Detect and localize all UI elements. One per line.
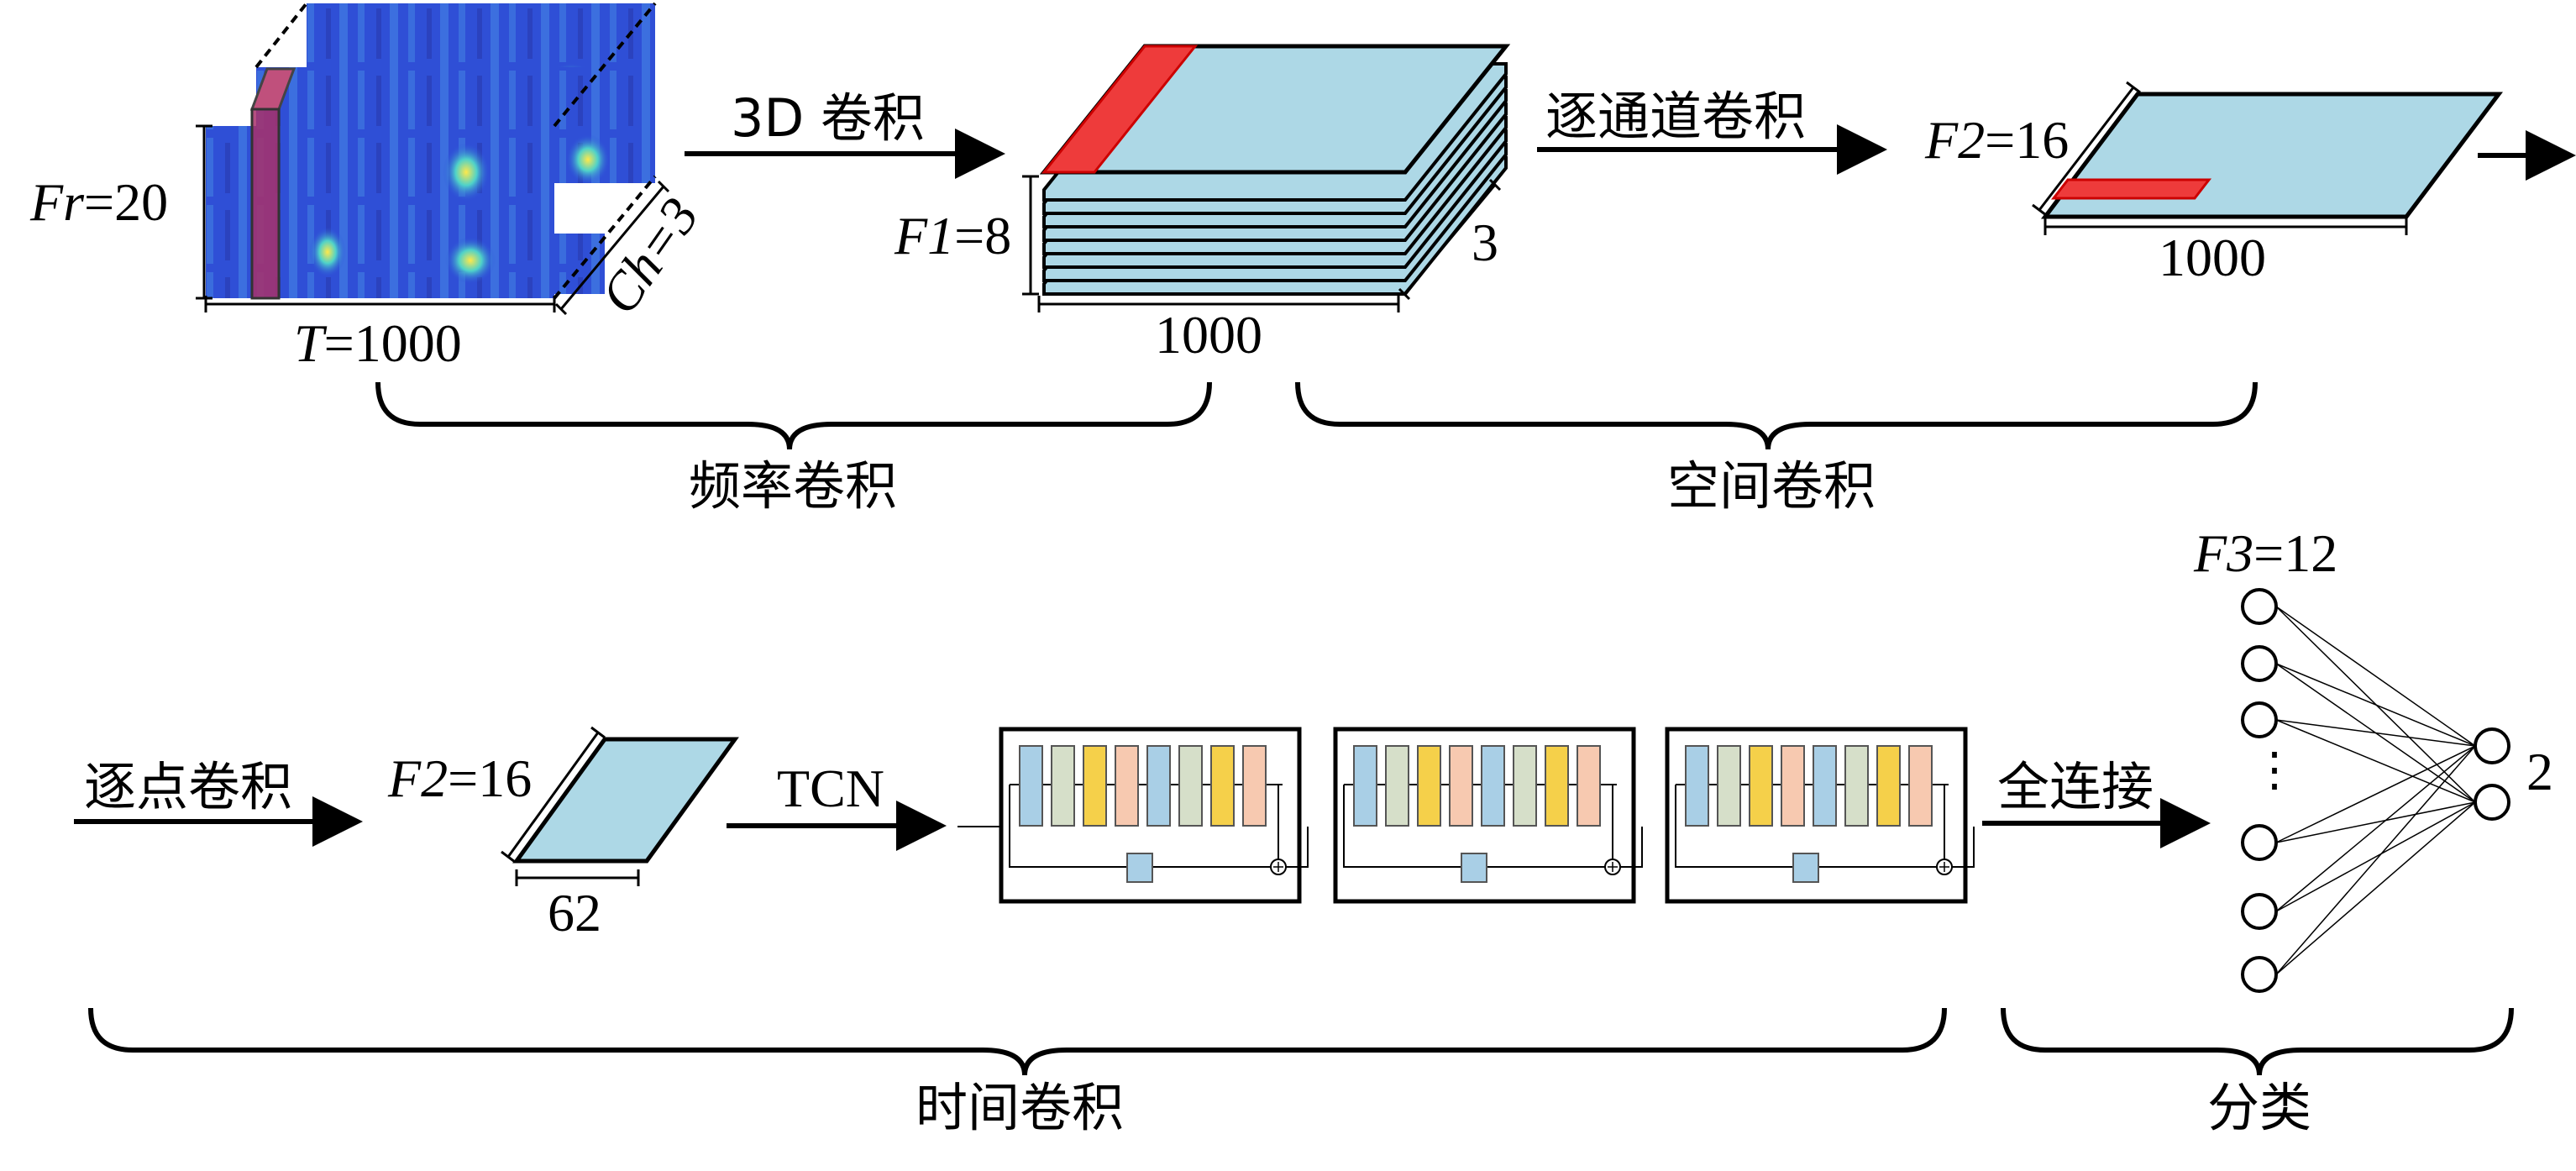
depthwise-arrow: 逐通道卷积: [1537, 86, 1887, 175]
svg-text:F2=16: F2=16: [387, 748, 532, 808]
fc-input-neuron: [2241, 701, 2278, 738]
f2-small-feature-map: [512, 737, 739, 864]
tcn-conv-layer: [1083, 745, 1107, 827]
tcn-conv-layer: [1449, 745, 1473, 827]
fc-label: 全连接: [1997, 756, 2154, 817]
tcn-conv-layer: [1178, 745, 1203, 827]
svg-text:T=1000: T=1000: [294, 313, 462, 373]
svg-text:Fr=20: Fr=20: [29, 172, 168, 232]
tcn-conv-layer: [1115, 745, 1139, 827]
tcn-conv-layer: [1242, 745, 1267, 827]
bracket-classification: 分类: [2001, 1007, 2514, 1138]
fr-symbol: Fr: [29, 172, 85, 232]
f2b-value: =16: [448, 748, 532, 808]
tcn-conv-layer: [1844, 745, 1869, 827]
tcn-conv-layer: [1513, 745, 1537, 827]
svg-text:F3=12: F3=12: [2193, 523, 2337, 583]
f1-highlight: [1041, 45, 1199, 174]
fc-input-neuron: [2241, 588, 2278, 625]
tcn-conv-layer: [1019, 745, 1043, 827]
f1-symbol: F1: [894, 206, 954, 265]
fc-input-neuron: [2241, 956, 2278, 993]
f2b-symbol: F2: [387, 748, 448, 808]
tcn-skip-conv: [1792, 853, 1819, 883]
f1-value: =8: [954, 206, 1011, 265]
tcn-conv-layer: [1210, 745, 1235, 827]
fc-input-neuron: [2241, 645, 2278, 682]
bracket-temporal-label: 时间卷积: [916, 1077, 1124, 1138]
f2-plane: F2=16 1000: [1924, 81, 2504, 287]
tcn-conv-layer: [1685, 745, 1709, 827]
tcn-conv-layer: [1908, 745, 1933, 827]
svg-text:F1=8: F1=8: [894, 206, 1011, 265]
tcn-conv-layer: [1577, 745, 1601, 827]
bracket-spatial-label: 空间卷积: [1667, 455, 1876, 517]
tcn-label: TCN: [777, 759, 884, 818]
f2-symbol: F2: [1924, 110, 1985, 170]
tcn-skip-conv: [1461, 853, 1487, 883]
tcn-conv-layer: [1781, 745, 1805, 827]
tcn-conv-layer: [1545, 745, 1569, 827]
tcn-conv-layer: [1417, 745, 1441, 827]
tcn-conv-layer: [1146, 745, 1171, 827]
tcn-skip-conv: [1126, 853, 1153, 883]
bracket-spatial: 空间卷积: [1295, 381, 2258, 517]
f2-width-label: 1000: [2159, 228, 2266, 287]
pointwise-label: 逐点卷积: [84, 756, 292, 817]
conv3d-arrow: 3D 卷积: [685, 87, 1005, 179]
fc-ellipsis: ⋮: [2251, 744, 2298, 796]
fc-network: [2241, 588, 2510, 993]
tcn-conv-layer: [1813, 745, 1837, 827]
pointwise-arrow: 逐点卷积: [74, 756, 363, 847]
fc-arrow: 全连接: [1982, 756, 2211, 848]
kernel-slab: [250, 108, 281, 300]
tcn-conv-layer: [1717, 745, 1741, 827]
tcn-block: [1333, 727, 1643, 904]
tcn-conv-layer: [1353, 745, 1377, 827]
tcn-block: [999, 727, 1309, 904]
depthwise-label: 逐通道卷积: [1545, 86, 1806, 147]
fc-output-neuron: [2474, 784, 2510, 821]
bracket-frequency: 频率卷积: [375, 381, 1212, 517]
tcn-blocks: [957, 727, 1975, 904]
tcn-conv-layer: [1749, 745, 1773, 827]
f1-width-label: 1000: [1155, 305, 1262, 365]
f2b-width-label: 62: [548, 883, 601, 943]
bracket-temporal: 时间卷积: [88, 1007, 1947, 1138]
fc-input-neuron: [2241, 893, 2278, 930]
tcn-conv-layer: [1051, 745, 1075, 827]
f1-depth-label: 3: [1472, 213, 1498, 272]
f1-feature-stack: [1039, 44, 1511, 296]
t-value: =1000: [324, 313, 462, 373]
f2-value: =16: [1985, 110, 2069, 170]
tcn-conv-layer: [1481, 745, 1505, 827]
f3-symbol: F3: [2193, 523, 2253, 583]
f1-dimensions: F1=8 1000 3: [894, 175, 1502, 365]
spectrogram-stack: [206, 2, 657, 300]
tcn-conv-layer: [1385, 745, 1409, 827]
t-symbol: T: [294, 313, 328, 373]
f2-highlight: [2050, 178, 2212, 200]
tcn-conv-layer: [1876, 745, 1901, 827]
fc-output-neuron: [2474, 727, 2510, 764]
fr-value: =20: [84, 172, 168, 232]
conv3d-label: 3D 卷积: [731, 87, 925, 149]
svg-text:F2=16: F2=16: [1924, 110, 2069, 170]
fc-output-label: 2: [2526, 742, 2553, 801]
t-dimension: T=1000: [204, 296, 556, 373]
f2-small-plane: F2=16 62: [387, 726, 739, 943]
bracket-classification-label: 分类: [2207, 1077, 2311, 1138]
bracket-frequency-label: 频率卷积: [689, 455, 897, 517]
tcn-block: [1665, 727, 1975, 904]
fc-input-neuron: [2241, 824, 2278, 861]
f3-value: =12: [2253, 523, 2337, 583]
fr-dimension: Fr=20: [29, 124, 212, 300]
tcn-arrow: TCN: [727, 759, 947, 851]
